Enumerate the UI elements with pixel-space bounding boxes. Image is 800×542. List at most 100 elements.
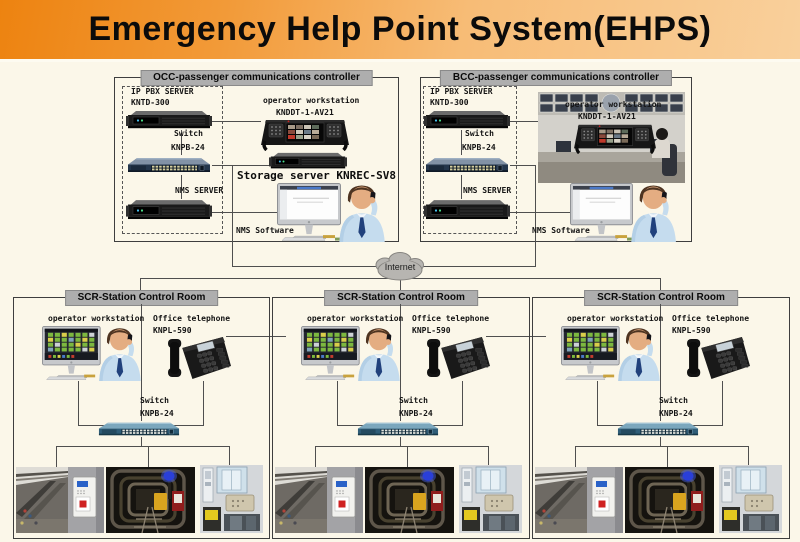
connector-line <box>407 446 408 467</box>
occ-nms-software-label: NMS Software <box>236 226 294 235</box>
scr1-telephone-image <box>166 336 231 380</box>
bcc-box: BCC-passenger communications controller <box>420 70 692 242</box>
connector-line <box>510 121 538 122</box>
bcc-header: BCC-passenger communications controller <box>439 70 673 86</box>
connector-line <box>226 336 286 337</box>
connector-line <box>181 130 182 155</box>
connector-line <box>212 121 261 122</box>
connector-line <box>315 446 316 467</box>
occ-switch-label: Switch <box>174 129 203 138</box>
connector-line <box>232 165 233 266</box>
bcc-switch-model: KNPB-24 <box>462 143 496 152</box>
connector-line <box>212 165 269 166</box>
connector-line <box>667 446 668 467</box>
occ-switch-image <box>126 155 212 175</box>
connector-line <box>78 381 79 426</box>
occ-switch-model: KNPB-24 <box>171 143 205 152</box>
connector-line <box>337 381 338 426</box>
connector-line <box>748 446 749 467</box>
connector-line <box>535 165 536 266</box>
scr1-workstation-image <box>42 326 152 381</box>
scr2-switch-image <box>356 420 440 438</box>
scr1-telephone-label: Office telephone <box>153 314 231 323</box>
occ-server-group <box>122 86 223 234</box>
scr2-workstation-label: operator workstation <box>307 314 404 323</box>
connector-line <box>400 279 401 297</box>
scr1-switch-model: KNPB-24 <box>140 409 174 418</box>
connector-line <box>660 278 661 297</box>
scr3-workstation-image <box>561 326 671 381</box>
connector-line <box>597 381 598 426</box>
scr-box-3: SCR-Station Control Room operator workst… <box>532 290 790 539</box>
occ-workstation-label: operator workstation <box>263 96 360 105</box>
occ-operator-console-image <box>261 118 349 151</box>
connector-line <box>181 175 182 199</box>
scr2-switch-label: Switch <box>399 396 428 405</box>
scr3-telephone-model: KNPL-590 <box>672 326 711 335</box>
scr1-telephone-model: KNPL-590 <box>153 326 192 335</box>
connector-line <box>141 437 142 447</box>
scr3-workstation-label: operator workstation <box>567 314 664 323</box>
connector-line <box>486 336 546 337</box>
bcc-nms-server-image <box>424 199 510 221</box>
bcc-switch-image <box>424 155 510 175</box>
occ-nms-server-label: NMS SERVER <box>175 186 224 195</box>
connector-line <box>575 446 749 447</box>
scr3-telephone-image <box>685 336 750 380</box>
title-banner: Emergency Help Point System(EHPS) <box>0 0 800 62</box>
occ-nms-server-image <box>126 199 212 221</box>
scr3-header: SCR-Station Control Room <box>584 290 738 306</box>
bcc-operator-console-image <box>574 123 656 154</box>
bcc-workstation-label: operator workstation <box>565 100 662 109</box>
bcc-ip-pbx-label: IP PBX SERVER <box>430 87 493 96</box>
scr2-elevator-photo <box>459 465 522 533</box>
scr1-switch-label: Switch <box>140 396 169 405</box>
connector-line <box>56 446 230 447</box>
connector-line <box>56 446 57 467</box>
bcc-nms-software-label: NMS Software <box>532 226 590 235</box>
bcc-workstation-model: KNDDT-1-AV21 <box>578 112 636 121</box>
occ-box: OCC-passenger communications controller <box>114 70 399 242</box>
scr1-platform-photo <box>16 467 104 533</box>
scr2-telephone-label: Office telephone <box>412 314 490 323</box>
scr3-switch-image <box>616 420 700 438</box>
connector-line <box>488 446 489 467</box>
scr1-switch-image <box>97 420 181 438</box>
scr2-workstation-image <box>301 326 411 381</box>
scr-box-2: SCR-Station Control Room operator workst… <box>272 290 530 539</box>
connector-line <box>510 212 570 213</box>
scr2-switch-model: KNPB-24 <box>399 409 433 418</box>
connector-line <box>212 212 277 213</box>
scr2-tunnel-photo <box>365 467 454 533</box>
connector-line <box>148 446 149 467</box>
occ-ip-pbx-label: IP PBX SERVER <box>131 87 194 96</box>
connector-line <box>461 130 462 155</box>
connector-line <box>140 278 141 297</box>
bcc-nms-server-label: NMS SERVER <box>463 186 512 195</box>
scr1-workstation-label: operator workstation <box>48 314 145 323</box>
scr2-platform-photo <box>275 467 363 533</box>
connector-line <box>400 304 401 421</box>
occ-ip-pbx-model: KNTD-300 <box>131 98 170 107</box>
scr-box-1: SCR-Station Control Room operator workst… <box>13 290 270 539</box>
connector-line <box>141 304 142 421</box>
connector-line <box>575 446 576 467</box>
page-title: Emergency Help Point System(EHPS) <box>88 10 712 48</box>
connector-line <box>462 381 463 426</box>
scr3-switch-model: KNPB-24 <box>659 409 693 418</box>
connector-line <box>203 381 204 426</box>
bcc-switch-label: Switch <box>465 129 494 138</box>
connector-line <box>315 446 489 447</box>
connector-line <box>510 165 535 166</box>
bcc-ip-pbx-model: KNTD-300 <box>430 98 469 107</box>
scr2-header: SCR-Station Control Room <box>324 290 478 306</box>
scr3-elevator-photo <box>719 465 782 533</box>
connector-line <box>660 437 661 447</box>
connector-line <box>722 381 723 426</box>
connector-line <box>400 437 401 447</box>
internet-label: Internet <box>384 262 416 272</box>
occ-ip-pbx-server-image <box>126 110 212 130</box>
connector-line <box>461 175 462 199</box>
bcc-server-group <box>423 86 517 234</box>
